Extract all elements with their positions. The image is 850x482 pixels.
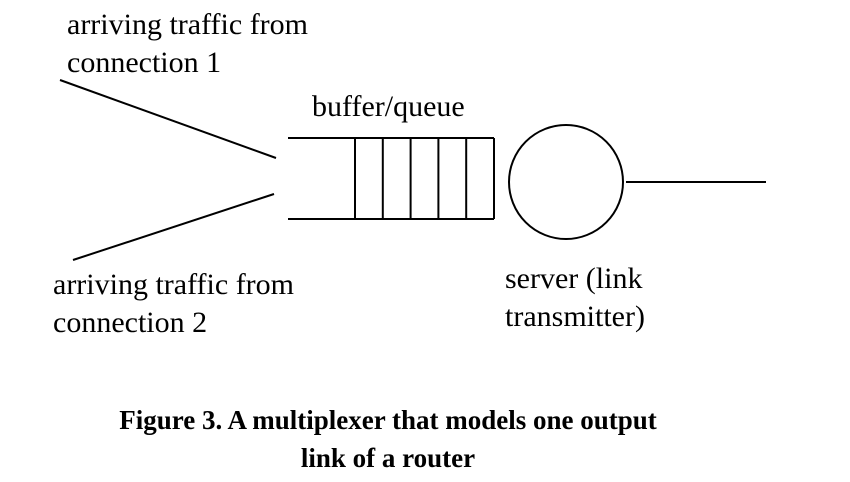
server-label: server (link transmitter) xyxy=(505,260,645,336)
figure-caption-line-2: link of a router xyxy=(300,443,476,473)
connection-1-label-line-2: connection 1 xyxy=(67,46,222,79)
connection-1-label: arriving traffic from connection 1 xyxy=(67,6,308,82)
connection-1-label-line-1: arriving traffic from xyxy=(67,8,309,41)
connection-1-line xyxy=(59,79,277,159)
connection-2-line xyxy=(72,193,275,261)
connection-2-label: arriving traffic from connection 2 xyxy=(53,266,294,342)
buffer-label: buffer/queue xyxy=(312,90,465,123)
queue-slots xyxy=(354,138,495,219)
connection-2-label-line-2: connection 2 xyxy=(53,306,208,339)
server-label-line-2: transmitter) xyxy=(505,300,645,333)
connection-2-label-line-1: arriving traffic from xyxy=(53,268,295,301)
server-circle xyxy=(508,124,624,240)
server-label-line-1: server (link xyxy=(505,262,643,295)
figure-caption-line-1: Figure 3. A multiplexer that models one … xyxy=(119,405,657,435)
